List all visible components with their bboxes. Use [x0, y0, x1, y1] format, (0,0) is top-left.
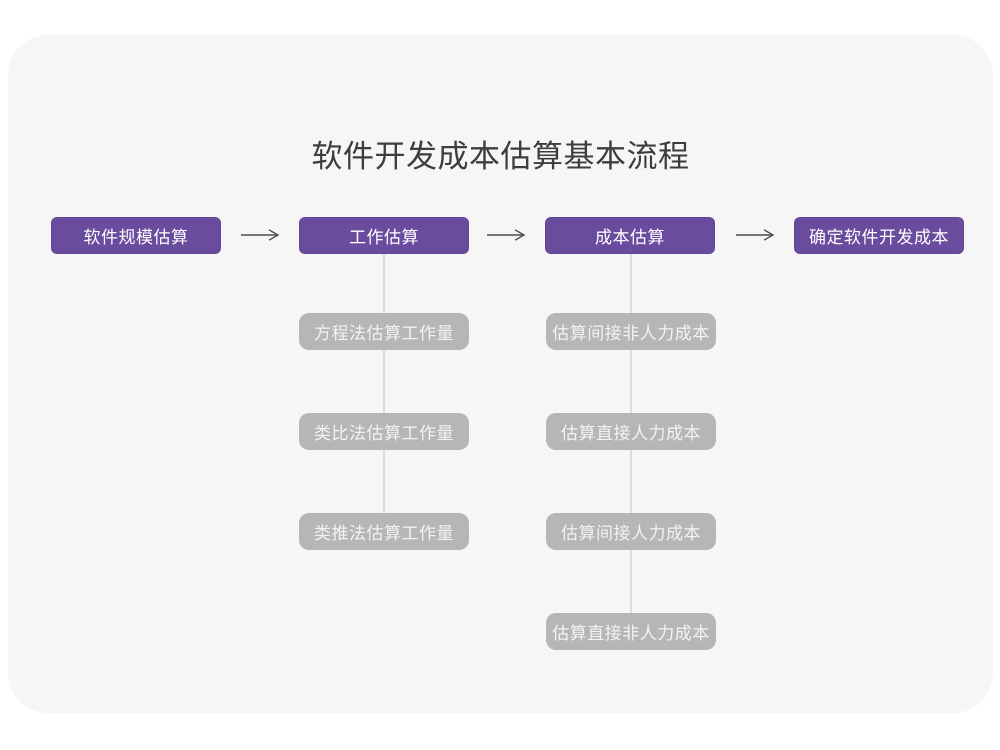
flow-step-software-scale-estimation: 软件规模估算 — [51, 217, 221, 254]
flow-substep-extrapolation-method: 类推法估算工作量 — [299, 513, 469, 550]
flow-substep-label: 估算直接人力成本 — [561, 424, 701, 443]
flow-step-determine-development-cost: 确定软件开发成本 — [794, 217, 964, 254]
flow-substep-direct-nonlabor-cost: 估算直接非人力成本 — [546, 613, 716, 650]
right-arrow-icon — [735, 228, 775, 242]
flow-step-cost-estimation: 成本估算 — [545, 217, 715, 254]
flow-substep-label: 估算直接非人力成本 — [552, 624, 710, 643]
flow-step-label: 成本估算 — [595, 228, 665, 247]
flow-substep-indirect-nonlabor-cost: 估算间接非人力成本 — [546, 313, 716, 350]
flow-substep-analogy-method: 类比法估算工作量 — [299, 413, 469, 450]
flow-substep-label: 估算间接人力成本 — [561, 524, 701, 543]
diagram-card: 软件开发成本估算基本流程 软件规模估算 工作估算 成本估算 — [8, 35, 993, 713]
flow-step-label: 软件规模估算 — [83, 228, 189, 247]
right-arrow-icon — [486, 228, 526, 242]
right-arrow-icon — [240, 228, 280, 242]
diagram-title: 软件开发成本估算基本流程 — [311, 139, 690, 174]
flow-step-label: 确定软件开发成本 — [809, 228, 949, 247]
flow-step-label: 工作估算 — [349, 228, 419, 247]
flow-substep-label: 方程法估算工作量 — [314, 324, 454, 343]
flow-substep-label: 估算间接非人力成本 — [552, 324, 710, 343]
flow-step-work-estimation: 工作估算 — [299, 217, 469, 254]
flow-substep-label: 类推法估算工作量 — [314, 524, 454, 543]
flow-substep-label: 类比法估算工作量 — [314, 424, 454, 443]
flow-substep-equation-method: 方程法估算工作量 — [299, 313, 469, 350]
flow-substep-indirect-labor-cost: 估算间接人力成本 — [546, 513, 716, 550]
connector-line-work-estimation — [383, 254, 385, 532]
flow-substep-direct-labor-cost: 估算直接人力成本 — [546, 413, 716, 450]
